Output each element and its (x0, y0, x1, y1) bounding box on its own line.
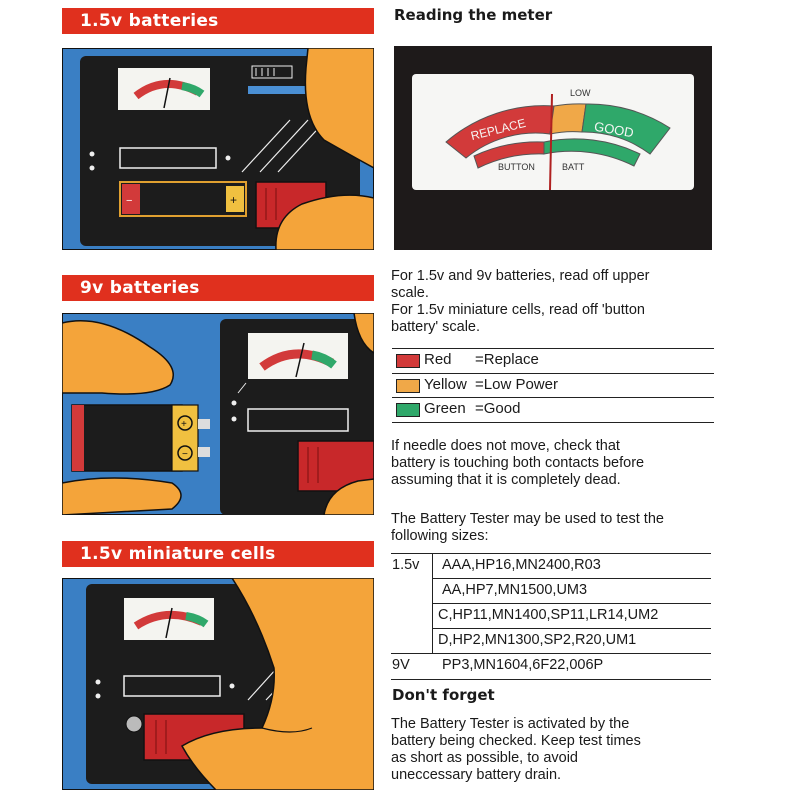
sizes-table-bottom-rule (391, 679, 711, 680)
green-swatch (396, 403, 420, 417)
legend-row-red: Red =Replace (392, 348, 714, 373)
meter-label-batt: BATT (562, 162, 585, 172)
scale-instructions: For 1.5v and 9v batteries, read off uppe… (391, 268, 650, 335)
dont-forget-text: The Battery Tester is activated by the b… (391, 716, 641, 783)
size-row-c: C,HP11,MN1400,SP11,LR14,UM2 (438, 607, 659, 623)
svg-text:+: + (181, 419, 187, 430)
meter-label-low: LOW (570, 88, 591, 98)
size-row-d: D,HP2,MN1300,SP2,R20,UM1 (438, 632, 637, 648)
size-row-aa: AA,HP7,MN1500,UM3 (442, 582, 588, 598)
sizes-intro: The Battery Tester may be used to test t… (391, 511, 664, 544)
sizes-row-rule (432, 578, 711, 579)
svg-text:−: − (126, 195, 132, 207)
yellow-swatch (396, 379, 420, 393)
section-banner-1.5v-batteries: 1.5v batteries (62, 8, 374, 34)
dont-forget-heading: Don't forget (392, 686, 495, 704)
red-swatch (396, 354, 420, 368)
sizes-table-top-rule (391, 553, 711, 554)
meter-window (118, 68, 210, 110)
meter-window-miniature (124, 598, 214, 640)
meter-window-9v (248, 333, 348, 379)
meter-label-button: BUTTON (498, 162, 535, 172)
section-banner-miniature-cells: 1.5v miniature cells (62, 541, 374, 567)
sizes-row-rule (432, 628, 711, 629)
size-row-pp3: PP3,MN1604,6F22,006P (442, 657, 604, 673)
meter-diagram: LOW REPLACE GOOD BUTTON BATT (394, 46, 712, 255)
sizes-row-rule (432, 603, 711, 604)
sizes-row-rule (391, 653, 711, 654)
illustration-9v-battery-test: + − (62, 313, 374, 515)
needle-note: If needle does not move, check that batt… (391, 438, 645, 488)
svg-text:−: − (182, 449, 188, 460)
section-banner-9v-batteries: 9v batteries (62, 275, 374, 301)
svg-text:+: + (230, 193, 237, 207)
meter-heading: Reading the meter (394, 6, 553, 24)
illustration-miniature-cell-test (62, 578, 374, 790)
size-row-aaa: AAA,HP16,MN2400,R03 (442, 557, 601, 573)
size-label-9v: 9V (392, 657, 410, 673)
size-label-1.5v: 1.5v (392, 557, 420, 573)
illustration-1.5v-battery-test: − + (62, 48, 374, 250)
legend-row-yellow: Yellow =Low Power (392, 373, 714, 398)
meter-label-good: GOOD (593, 119, 635, 141)
legend-row-green: Green =Good (392, 397, 714, 423)
